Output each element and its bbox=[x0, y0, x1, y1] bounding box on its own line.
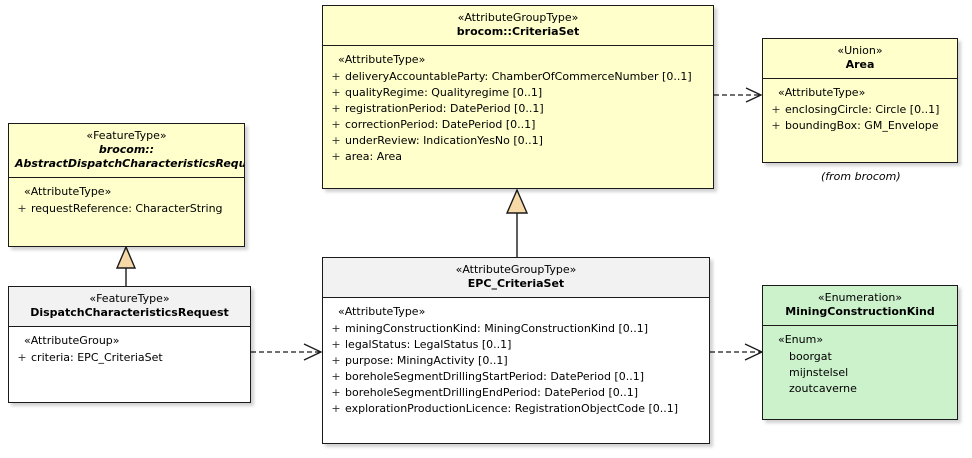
class-header-epc-criteria-set: «AttributeGroupType» EPC_CriteriaSet bbox=[323, 258, 709, 298]
attribute-text: area: Area bbox=[345, 150, 403, 163]
attribute-compartment-criteria-set: «AttributeType» + deliveryAccountablePar… bbox=[323, 46, 713, 170]
class-box-criteria-set[interactable]: «AttributeGroupType» brocom::CriteriaSet… bbox=[322, 5, 714, 189]
class-header-abstract-dispatch-request: «FeatureType» brocom:: AbstractDispatchC… bbox=[9, 124, 244, 178]
visibility-marker: + bbox=[17, 351, 27, 364]
attribute-text: registrationPeriod: DatePeriod [0..1] bbox=[345, 102, 544, 115]
attribute-row: + boundingBox: GM_Envelope bbox=[767, 118, 953, 134]
visibility-marker: + bbox=[331, 338, 341, 351]
compartment-stereotype-label: «AttributeGroup» bbox=[24, 334, 120, 347]
attribute-row: + explorationProductionLicence: Registra… bbox=[327, 401, 705, 417]
class-name-label: Area bbox=[845, 58, 875, 71]
attribute-text: boreholeSegmentDrillingStartPeriod: Date… bbox=[345, 370, 644, 383]
attribute-row: + boreholeSegmentDrillingEndPeriod: Date… bbox=[327, 385, 705, 401]
attribute-row: + enclosingCircle: Circle [0..1] bbox=[767, 102, 953, 118]
attribute-text: boundingBox: GM_Envelope bbox=[785, 119, 939, 132]
stereotype-label: «FeatureType» bbox=[86, 129, 167, 142]
class-name-label: MiningConstructionKind bbox=[785, 305, 935, 318]
visibility-marker: + bbox=[331, 134, 341, 147]
stereotype-label: «AttributeGroupType» bbox=[457, 11, 579, 24]
attribute-compartment-dispatch-request: «AttributeGroup» + criteria: EPC_Criteri… bbox=[9, 327, 250, 371]
attribute-text: correctionPeriod: DatePeriod [0..1] bbox=[345, 118, 536, 131]
visibility-marker: + bbox=[331, 322, 341, 335]
class-name-label: brocom:: AbstractDispatchCharacteristics… bbox=[15, 143, 245, 170]
visibility-marker: + bbox=[331, 118, 341, 131]
visibility-marker: + bbox=[331, 402, 341, 415]
attribute-row: + deliveryAccountableParty: ChamberOfCom… bbox=[327, 69, 709, 85]
enum-literal-row: zoutcaverne bbox=[789, 382, 857, 395]
class-name-label: EPC_CriteriaSet bbox=[467, 277, 565, 290]
package-origin-caption-area: (from brocom) bbox=[821, 170, 901, 183]
attribute-text: underReview: IndicationYesNo [0..1] bbox=[345, 134, 543, 147]
dependency-criteriaset-to-area bbox=[714, 87, 763, 103]
attribute-text: miningConstructionKind: MiningConstructi… bbox=[345, 322, 649, 335]
attribute-row: + correctionPeriod: DatePeriod [0..1] bbox=[327, 117, 709, 133]
class-name-label: brocom::CriteriaSet bbox=[456, 25, 580, 38]
attribute-text: legalStatus: LegalStatus [0..1] bbox=[345, 338, 512, 351]
stereotype-label: «Union» bbox=[837, 44, 883, 57]
class-header-area: «Union» Area bbox=[763, 39, 957, 79]
attribute-text: explorationProductionLicence: Registrati… bbox=[345, 402, 679, 415]
attribute-row: + boreholeSegmentDrillingStartPeriod: Da… bbox=[327, 369, 705, 385]
attribute-compartment-area: «AttributeType» + enclosingCircle: Circl… bbox=[763, 79, 957, 139]
attribute-compartment-epc-criteria-set: «AttributeType» + miningConstructionKind… bbox=[323, 298, 709, 422]
visibility-marker: + bbox=[331, 70, 341, 83]
literal-compartment-mining-construction-kind: «Enum» boorgat mijnstelsel zoutcaverne bbox=[763, 326, 957, 402]
attribute-row: + qualityRegime: Qualityregime [0..1] bbox=[327, 85, 709, 101]
attribute-row: + criteria: EPC_CriteriaSet bbox=[13, 350, 246, 366]
stereotype-label: «AttributeGroupType» bbox=[455, 263, 577, 276]
attribute-row: + miningConstructionKind: MiningConstruc… bbox=[327, 321, 705, 337]
compartment-stereotype-label: «AttributeType» bbox=[338, 305, 426, 318]
visibility-marker: + bbox=[331, 86, 341, 99]
class-name-label: DispatchCharacteristicsRequest bbox=[30, 306, 229, 319]
attribute-text: purpose: MiningActivity [0..1] bbox=[345, 354, 508, 367]
visibility-marker: + bbox=[331, 150, 341, 163]
class-box-dispatch-request[interactable]: «FeatureType» DispatchCharacteristicsReq… bbox=[8, 286, 251, 403]
attribute-row: + registrationPeriod: DatePeriod [0..1] bbox=[327, 101, 709, 117]
attribute-text: criteria: EPC_CriteriaSet bbox=[31, 351, 163, 364]
compartment-stereotype-label: «AttributeType» bbox=[338, 53, 426, 66]
attribute-text: qualityRegime: Qualityregime [0..1] bbox=[345, 86, 543, 99]
attribute-row: + area: Area bbox=[327, 149, 709, 165]
stereotype-label: «Enumeration» bbox=[817, 291, 903, 304]
visibility-marker: + bbox=[331, 386, 341, 399]
class-header-dispatch-request: «FeatureType» DispatchCharacteristicsReq… bbox=[9, 287, 250, 327]
generalization-dispatch-to-abstract bbox=[115, 245, 137, 286]
attribute-row: + requestReference: CharacterString bbox=[13, 201, 240, 217]
visibility-marker: + bbox=[331, 354, 341, 367]
class-header-mining-construction-kind: «Enumeration» MiningConstructionKind bbox=[763, 286, 957, 326]
visibility-marker: + bbox=[331, 370, 341, 383]
attribute-row: + purpose: MiningActivity [0..1] bbox=[327, 353, 705, 369]
enum-literal-row: mijnstelsel bbox=[789, 366, 849, 379]
attribute-compartment-abstract-dispatch-request: «AttributeType» + requestReference: Char… bbox=[9, 178, 244, 222]
attribute-text: deliveryAccountableParty: ChamberOfComme… bbox=[345, 70, 692, 83]
visibility-marker: + bbox=[331, 102, 341, 115]
attribute-text: requestReference: CharacterString bbox=[31, 202, 223, 215]
class-box-abstract-dispatch-request[interactable]: «FeatureType» brocom:: AbstractDispatchC… bbox=[8, 123, 245, 247]
class-box-area[interactable]: «Union» Area «AttributeType» + enclosing… bbox=[762, 38, 958, 163]
class-header-criteria-set: «AttributeGroupType» brocom::CriteriaSet bbox=[323, 6, 713, 46]
attribute-text: enclosingCircle: Circle [0..1] bbox=[785, 103, 940, 116]
enum-literal-row: boorgat bbox=[789, 350, 832, 363]
compartment-stereotype-label: «Enum» bbox=[778, 333, 824, 346]
class-box-epc-criteria-set[interactable]: «AttributeGroupType» EPC_CriteriaSet «At… bbox=[322, 257, 710, 444]
dependency-dispatch-to-epc bbox=[251, 343, 323, 361]
stereotype-label: «FeatureType» bbox=[89, 292, 170, 305]
visibility-marker: + bbox=[771, 103, 781, 116]
class-box-mining-construction-kind[interactable]: «Enumeration» MiningConstructionKind «En… bbox=[762, 285, 958, 420]
dependency-epc-to-miningkind bbox=[710, 343, 764, 361]
attribute-row: + legalStatus: LegalStatus [0..1] bbox=[327, 337, 705, 353]
visibility-marker: + bbox=[771, 119, 781, 132]
compartment-stereotype-label: «AttributeType» bbox=[24, 185, 112, 198]
attribute-row: + underReview: IndicationYesNo [0..1] bbox=[327, 133, 709, 149]
attribute-text: boreholeSegmentDrillingEndPeriod: DatePe… bbox=[345, 386, 639, 399]
compartment-stereotype-label: «AttributeType» bbox=[778, 86, 866, 99]
generalization-epc-to-criteriaset bbox=[505, 188, 529, 257]
visibility-marker: + bbox=[17, 202, 27, 215]
